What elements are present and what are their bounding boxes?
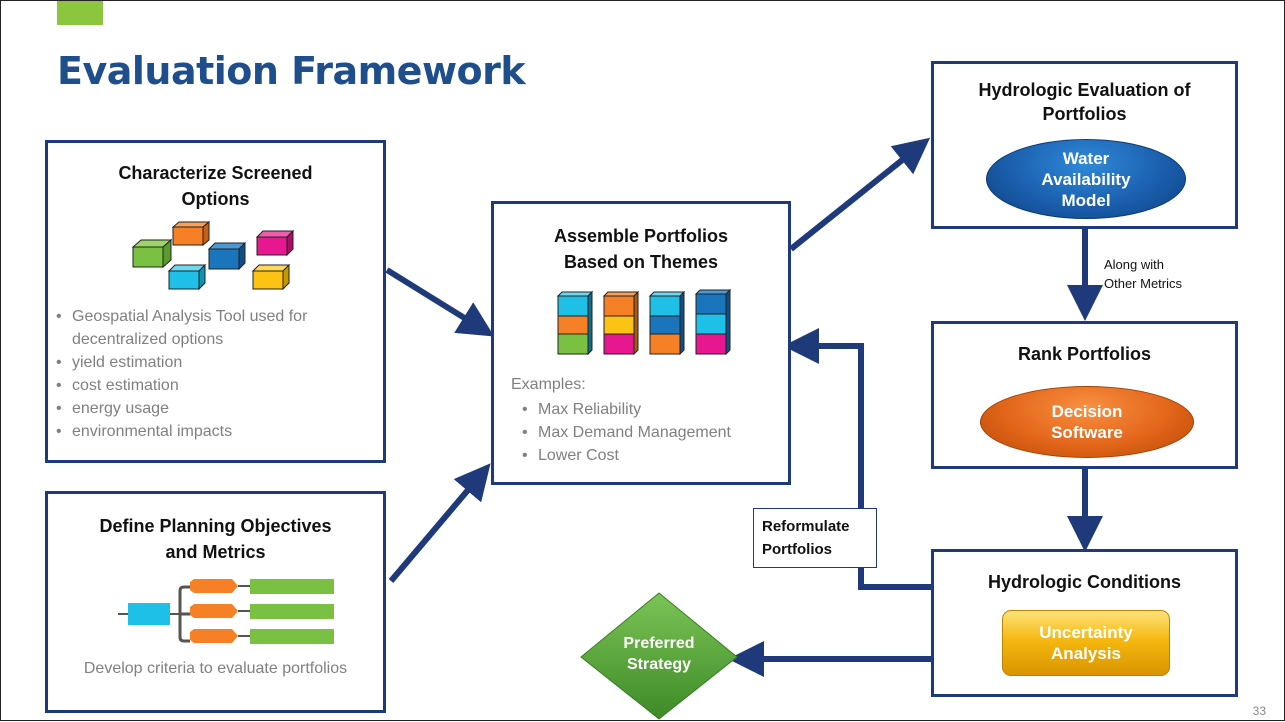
define-caption: Develop criteria to evaluate portfolios [83,660,348,677]
example-item: Lower Cost [522,444,787,467]
assemble-title-line1: Assemble Portfolios [553,226,729,246]
uncertainty-line1: Uncertainty [1039,623,1133,642]
along-with-line1: Along with [1104,257,1164,272]
water-oval-line3: Model [1061,190,1111,210]
decision-oval-line2: Software [1051,423,1123,442]
portfolio-stacks-icon [556,288,732,356]
reformulate-line2: Portfolios [762,541,832,558]
water-oval-line1: Water [1062,148,1110,168]
accent-bar [57,1,103,25]
characterize-bullet: Geospatial Analysis Tool used for decent… [56,305,376,351]
characterize-bullet: yield estimation [56,351,376,374]
characterize-bullets: Geospatial Analysis Tool used for decent… [56,305,376,443]
page-number: 33 [1252,704,1266,718]
slide-title: Evaluation Framework [57,49,526,93]
arrow-define-to-assemble [388,463,491,583]
characterize-box: Characterize Screened Options [45,140,386,463]
arrow-assemble-to-hydro-eval [789,137,931,252]
objective-tree-icon [118,579,334,644]
reformulate-line1: Reformulate [762,518,850,535]
water-oval-line2: Availability [1041,169,1131,189]
characterize-bullet: energy usage [56,397,376,420]
arrow-characterize-to-assemble [385,267,495,337]
preferred-line2: Strategy [626,656,692,673]
uncertainty-line2: Analysis [1051,644,1121,663]
decision-software-oval: Decision Software [980,386,1194,458]
uncertainty-analysis-box: Uncertainty Analysis [1002,610,1170,676]
preferred-line1: Preferred [623,635,695,652]
define-title-line2: and Metrics [165,542,266,562]
define-box: Define Planning Objectives and Metrics D… [45,491,386,713]
example-item: Max Reliability [522,398,787,421]
assemble-examples-label: Examples: [511,376,586,393]
preferred-strategy-diamond [580,592,738,720]
assemble-examples: Max Reliability Max Demand Management Lo… [522,398,787,467]
along-with-line2: Other Metrics [1104,276,1183,291]
characterize-title-line2: Options [181,189,250,209]
assemble-box: Assemble Portfolios Based on Themes [491,201,791,485]
water-availability-model-oval: Water Availability Model [986,139,1186,219]
hydro-cond-box: Hydrologic Conditions Uncertainty Analys… [931,549,1238,697]
preferred-strategy-label: Preferred Strategy [599,633,719,675]
decision-oval-line1: Decision [1051,402,1123,421]
define-title-line1: Define Planning Objectives [99,516,332,536]
characterize-bullet: environmental impacts [56,420,376,443]
characterize-title-line1: Characterize Screened [118,163,313,183]
rank-title: Rank Portfolios [1017,344,1151,364]
hydro-eval-title-line2: Portfolios [1042,104,1127,124]
arrow-reformulate-loop [783,328,931,590]
along-with-label: Along with Other Metrics [1104,255,1182,293]
assemble-title-line2: Based on Themes [563,252,719,272]
reformulate-label: Reformulate Portfolios [753,508,877,568]
characterize-bullet: cost estimation [56,374,376,397]
option-cubes-icon [131,221,295,291]
rank-box: Rank Portfolios Decision Software [931,321,1238,469]
example-item: Max Demand Management [522,421,787,444]
hydro-eval-title-line1: Hydrologic Evaluation of [978,80,1191,100]
hydro-eval-box: Hydrologic Evaluation of Portfolios Wate… [931,61,1238,229]
hydro-cond-title: Hydrologic Conditions [988,572,1181,592]
